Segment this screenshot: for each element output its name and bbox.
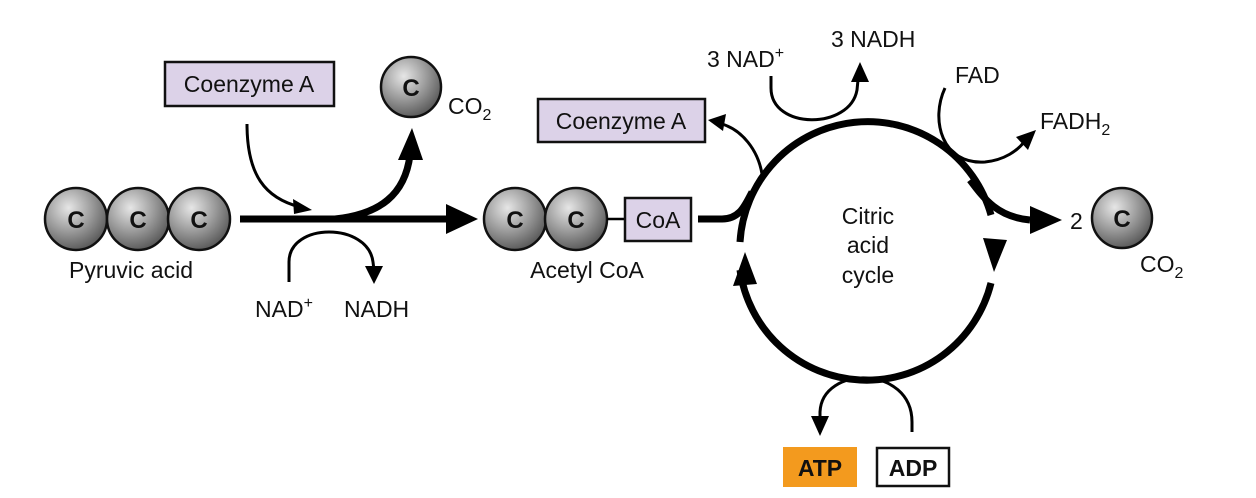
nadh-label: NADH [344,296,409,322]
carbon-dioxide-atom [379,55,443,119]
coenzyme-a-input-label: Coenzyme A [184,71,315,97]
carbon-label: C [567,207,584,234]
coa-box [623,196,693,243]
adp-box [875,446,951,488]
pyruvic-acid-molecule: C C C [43,186,232,252]
three-nad-to-nadh-arrow [769,76,860,122]
cycle-arc-top [736,118,995,243]
adp-to-atp-arrow [818,376,914,432]
cycle-co2-release-arrow [967,177,1031,224]
fadh2-label: FADH2 [1040,108,1110,139]
co2-arrowhead [398,128,423,160]
atp-box [783,447,857,487]
arrowhead [293,199,312,214]
acetyl-coa-label: Acetyl CoA [530,257,644,283]
main-arrowhead [446,204,478,234]
co2-label: CO2 [448,93,492,124]
arrowhead [851,62,869,82]
coenzyme-a-release-arrow [721,122,764,175]
coenzyme-a-output-label: Coenzyme A [556,108,687,134]
cycle-co2-label: CO2 [1140,251,1184,282]
fad-label: FAD [955,62,1000,88]
carbon-label: C [190,207,207,234]
carbon-atom [166,186,232,252]
coenzyme-a-input-box [163,60,336,108]
co2-arrowhead [1030,206,1062,234]
coa-label: CoA [636,207,681,233]
co2-release-arrow [334,154,414,223]
carbon-label: C [67,207,84,234]
arrowhead [365,266,383,284]
nad-to-nadh-arrow [287,230,376,282]
carbon-label: C [506,207,523,234]
coenzyme-a-entry-arrow [245,123,301,209]
pyruvic-acid-label: Pyruvic acid [69,257,193,283]
cycle-arc-bottom [736,269,995,384]
cycle-label-line2: acid [847,232,889,258]
fad-to-fadh2-arrow [937,87,1026,164]
carbon-label: C [1113,206,1130,233]
carbon-dioxide-atom [1090,186,1154,250]
two-label: 2 [1070,208,1083,234]
cycle-arrowhead-right [983,238,1007,272]
cycle-label-line1: Citric [842,203,894,229]
cycle-arrowhead-left [733,252,757,286]
three-nadh-label: 3 NADH [831,26,915,52]
adp-label: ADP [889,455,938,481]
carbon-label: C [129,207,146,234]
coenzyme-a-output-box [536,97,707,144]
arrowhead [1016,130,1036,150]
cycle-label-line3: cycle [842,262,894,288]
acetyl-coa-molecule: C C CoA [482,186,693,252]
arrowhead [811,416,829,436]
arrowhead [708,114,726,131]
atp-label: ATP [798,455,842,481]
three-nad-label: 3 NAD+ [707,45,784,72]
carbon-label: C [402,75,419,102]
nad-label: NAD+ [255,295,313,322]
